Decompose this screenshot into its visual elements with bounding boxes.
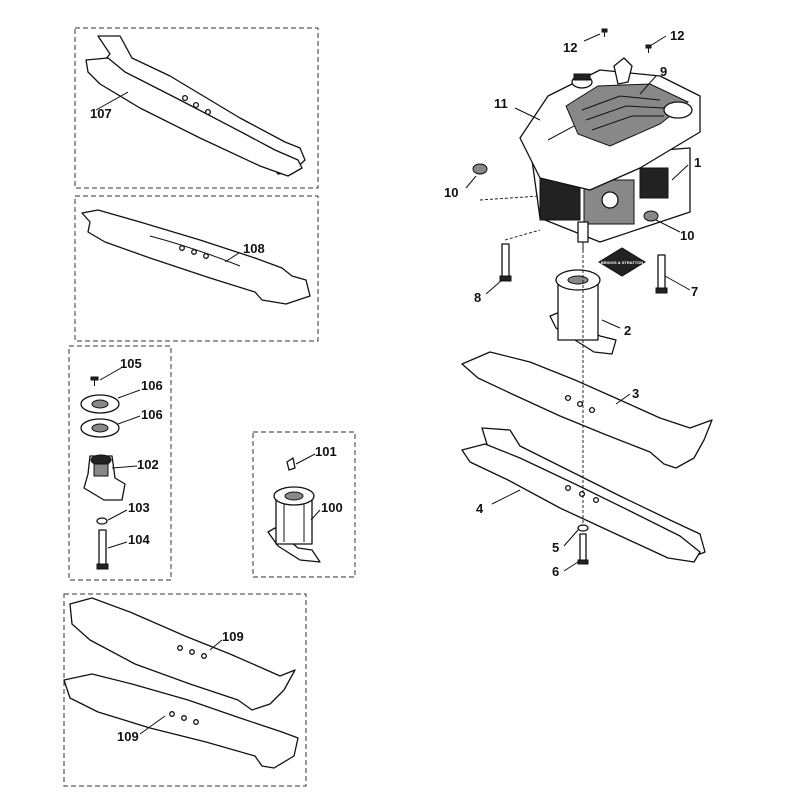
label-105: 105	[120, 356, 142, 371]
adapter-100	[267, 486, 321, 563]
assembly-line-nut-left	[479, 195, 541, 201]
bolt-104	[96, 529, 109, 570]
blade-108	[81, 209, 311, 305]
group-box-hub-kit	[68, 345, 172, 581]
label-10-right: 10	[680, 228, 694, 243]
label-106-upper: 106	[141, 378, 163, 393]
key-101	[286, 457, 296, 471]
screw-12-right	[645, 44, 652, 53]
label-107: 107	[90, 106, 112, 121]
bolt-7	[655, 254, 668, 294]
label-7: 7	[691, 284, 698, 299]
label-3: 3	[632, 386, 639, 401]
label-100: 100	[321, 500, 343, 515]
washer-103	[96, 517, 108, 525]
briggs-stratton-badge: BRIGGS & STRATTON	[598, 247, 646, 277]
label-1: 1	[694, 155, 701, 170]
label-2: 2	[624, 323, 631, 338]
bolt-6	[577, 533, 589, 565]
washer-106-upper	[80, 394, 120, 414]
label-6: 6	[552, 564, 559, 579]
label-4: 4	[476, 501, 484, 516]
nut-10-right	[643, 210, 659, 222]
blade-109-lower	[63, 673, 299, 769]
label-109-lower: 109	[117, 729, 139, 744]
shroud-9	[565, 83, 693, 147]
handle-pull	[613, 57, 633, 85]
label-104: 104	[128, 532, 150, 547]
label-108: 108	[243, 241, 265, 256]
bolt-8	[499, 243, 512, 282]
oil-cap	[571, 73, 593, 89]
washer-106-lower	[80, 418, 120, 438]
blade-109-upper	[69, 597, 296, 711]
group-box-109	[63, 593, 307, 787]
label-10-left: 10	[444, 185, 458, 200]
group-box-adapter	[252, 431, 356, 578]
blade-4	[461, 427, 706, 563]
blade-3	[461, 351, 713, 469]
label-109-upper: 109	[222, 629, 244, 644]
label-106-lower: 106	[141, 407, 163, 422]
label-103: 103	[128, 500, 150, 515]
blade-107	[85, 35, 306, 177]
group-box-107	[74, 27, 319, 189]
label-5: 5	[552, 540, 559, 555]
assembly-line-bolt-8	[504, 229, 541, 241]
label-8: 8	[474, 290, 481, 305]
nut-10-left	[472, 163, 488, 175]
screw-105	[90, 376, 99, 386]
label-102: 102	[137, 457, 159, 472]
label-9: 9	[660, 64, 667, 79]
label-11: 11	[494, 96, 508, 111]
label-101: 101	[315, 444, 337, 459]
label-12-left: 12	[563, 40, 577, 55]
brand-badge-text: BRIGGS & STRATTON	[601, 260, 643, 265]
hub-102	[83, 454, 126, 501]
group-box-108	[74, 195, 319, 342]
label-12-right: 12	[670, 28, 684, 43]
screw-12-left	[601, 28, 608, 37]
